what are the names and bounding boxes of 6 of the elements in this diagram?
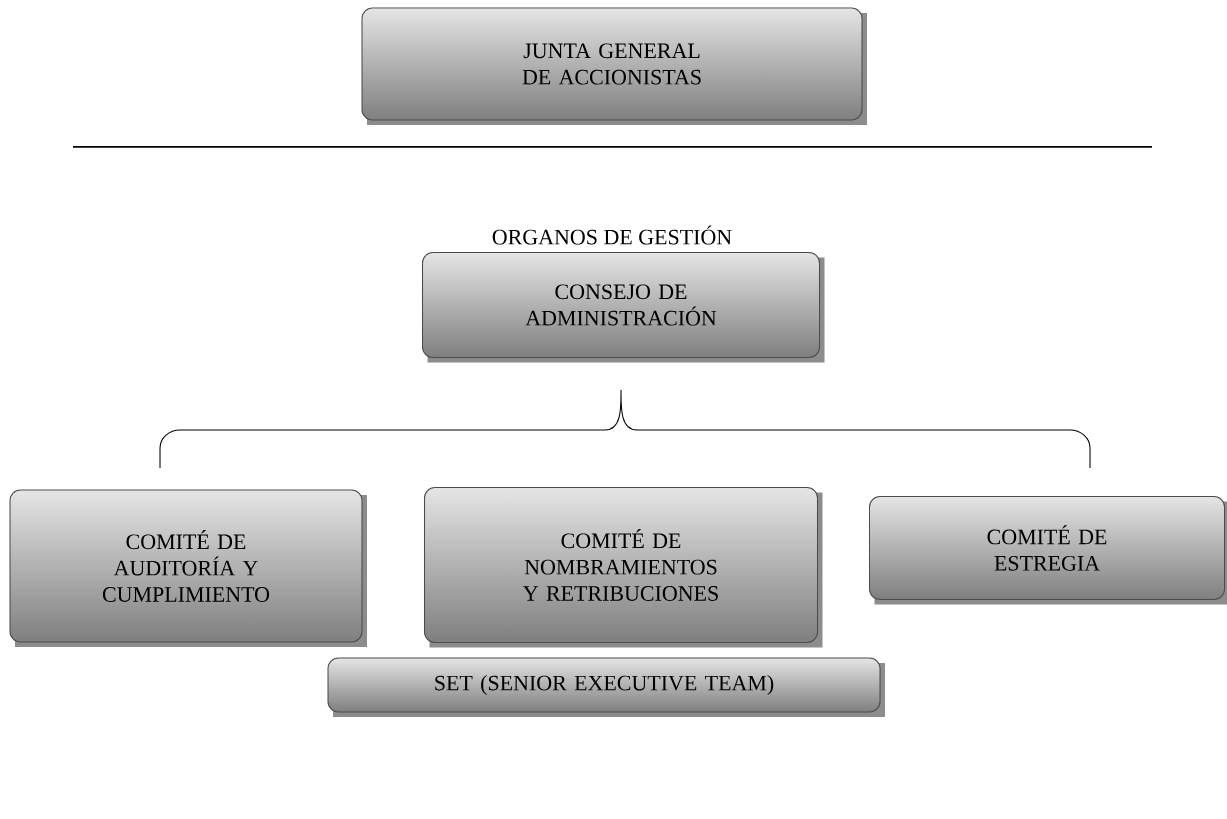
process-box: COMITÉ DE ESTREGIA: [869, 495, 1227, 605]
process-box: SET (SENIOR EXECUTIVE TEAM): [327, 657, 885, 717]
process-box: CONSEJO DE ADMINISTRACIÓN: [422, 251, 825, 363]
process-box: COMITÉ DE NOMBRAMIENTOS Y RETRIBUCIONES: [424, 486, 823, 648]
process-box: JUNTA GENERAL DE ACCIONISTAS: [361, 7, 867, 125]
process-box: COMITÉ DE AUDITORÍA Y CUMPLIMIENTO: [9, 489, 367, 647]
